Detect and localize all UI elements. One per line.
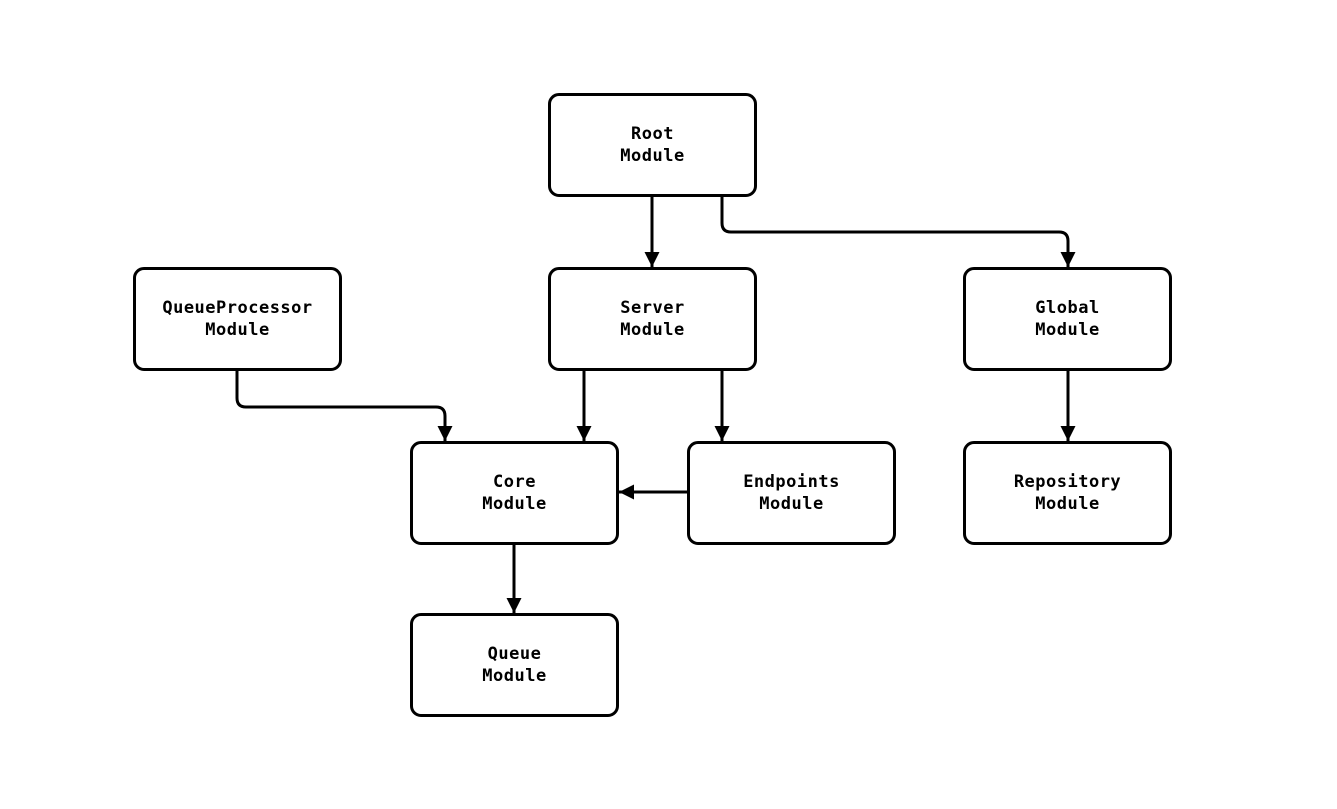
node-queue-module: Queue Module [410, 613, 619, 717]
node-label-server: Server Module [620, 298, 685, 340]
node-queueprocessor-module: QueueProcessor Module [133, 267, 342, 371]
edge-queueprocessor-to-core [235, 371, 453, 441]
edge-root-to-global [720, 197, 1076, 267]
node-label-queueprocessor: QueueProcessor Module [162, 298, 313, 340]
node-core-module: Core Module [410, 441, 619, 545]
node-label-core: Core Module [482, 472, 547, 514]
node-repository-module: Repository Module [963, 441, 1172, 545]
node-label-queue: Queue Module [482, 644, 547, 686]
node-global-module: Global Module [963, 267, 1172, 371]
node-label-global: Global Module [1035, 298, 1100, 340]
node-server-module: Server Module [548, 267, 757, 371]
node-label-root: Root Module [620, 124, 685, 166]
node-label-endpoints: Endpoints Module [743, 472, 840, 514]
node-root-module: Root Module [548, 93, 757, 197]
node-endpoints-module: Endpoints Module [687, 441, 896, 545]
node-label-repository: Repository Module [1013, 472, 1122, 514]
